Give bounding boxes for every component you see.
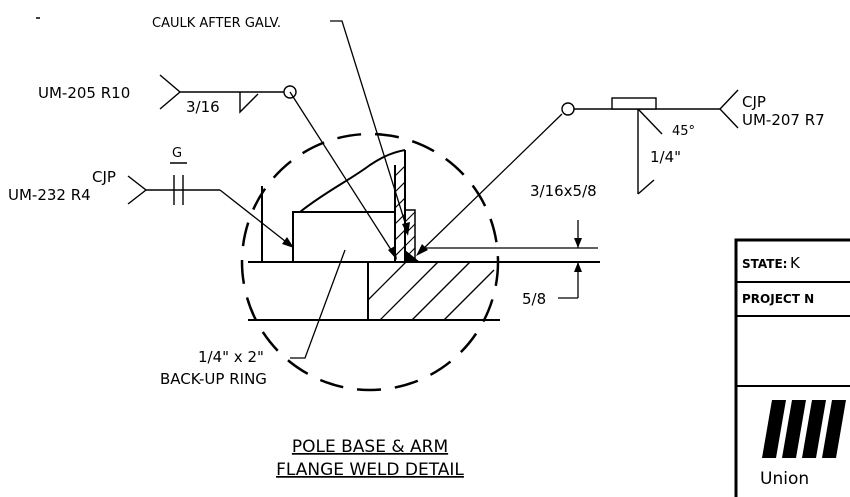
dim-arrow-up — [574, 262, 582, 272]
um232-ref: UM-232 R4 — [8, 186, 91, 204]
project-label: PROJECT N — [742, 292, 814, 306]
title-block: STATE: K PROJECT N Union — [734, 238, 850, 497]
backup-ring-size: 1/4" x 2" — [198, 348, 264, 366]
um207-arrow-leader — [419, 113, 563, 253]
detail-title-line2: FLANGE WELD DETAIL — [276, 460, 464, 480]
um205-fillet-symbol — [239, 92, 259, 114]
cjp-left-label: CJP — [92, 168, 116, 186]
angle-45-label: 45° — [672, 124, 695, 139]
cjp-right-label: CJP — [742, 93, 766, 111]
pole-break-curve — [299, 149, 406, 213]
state-value: K — [790, 254, 801, 272]
um207-fillet-hyp — [637, 179, 655, 195]
fillet-weld — [405, 250, 420, 262]
flange-hatch — [367, 261, 495, 321]
logo-text: Union — [760, 469, 809, 489]
um232-tail — [127, 175, 148, 205]
backup-ring-leader — [290, 249, 346, 359]
title-block-frame — [734, 238, 850, 497]
caulk-label: CAULK AFTER GALV. — [152, 16, 281, 31]
um207-all-around — [561, 102, 575, 116]
um205-arrow — [388, 246, 397, 260]
um207-bevel — [637, 108, 663, 135]
pole-wall-hatch — [394, 165, 406, 257]
logo-mark — [762, 400, 846, 458]
size-1-4-label: 1/4" — [650, 148, 681, 166]
g-finish-mark: G — [172, 146, 182, 161]
caulk-leader — [330, 20, 409, 233]
um205-tail — [159, 74, 182, 110]
state-label: STATE: — [742, 257, 787, 271]
um207-tail — [719, 89, 739, 129]
um232-arrow-leader — [219, 189, 291, 246]
um207-arrow — [416, 244, 428, 256]
detail-title-line1: POLE BASE & ARM — [292, 437, 448, 457]
um232-arrow — [282, 237, 294, 248]
caulk-arrow — [402, 222, 410, 236]
dim-5-8-label: 5/8 — [522, 290, 546, 308]
um205-arrow-leader — [289, 91, 396, 257]
dim-arrow-down — [574, 238, 582, 248]
size-3-16x5-8-label: 3/16x5/8 — [530, 182, 597, 200]
um207-contour-bar — [611, 97, 657, 110]
um207-ref: UM-207 R7 — [742, 111, 825, 129]
um205-size: 3/16 — [186, 98, 220, 116]
um205-ref: UM-205 R10 — [38, 84, 130, 102]
backup-ring-name: BACK-UP RING — [160, 370, 267, 388]
weld-bead-hatch — [404, 211, 416, 259]
